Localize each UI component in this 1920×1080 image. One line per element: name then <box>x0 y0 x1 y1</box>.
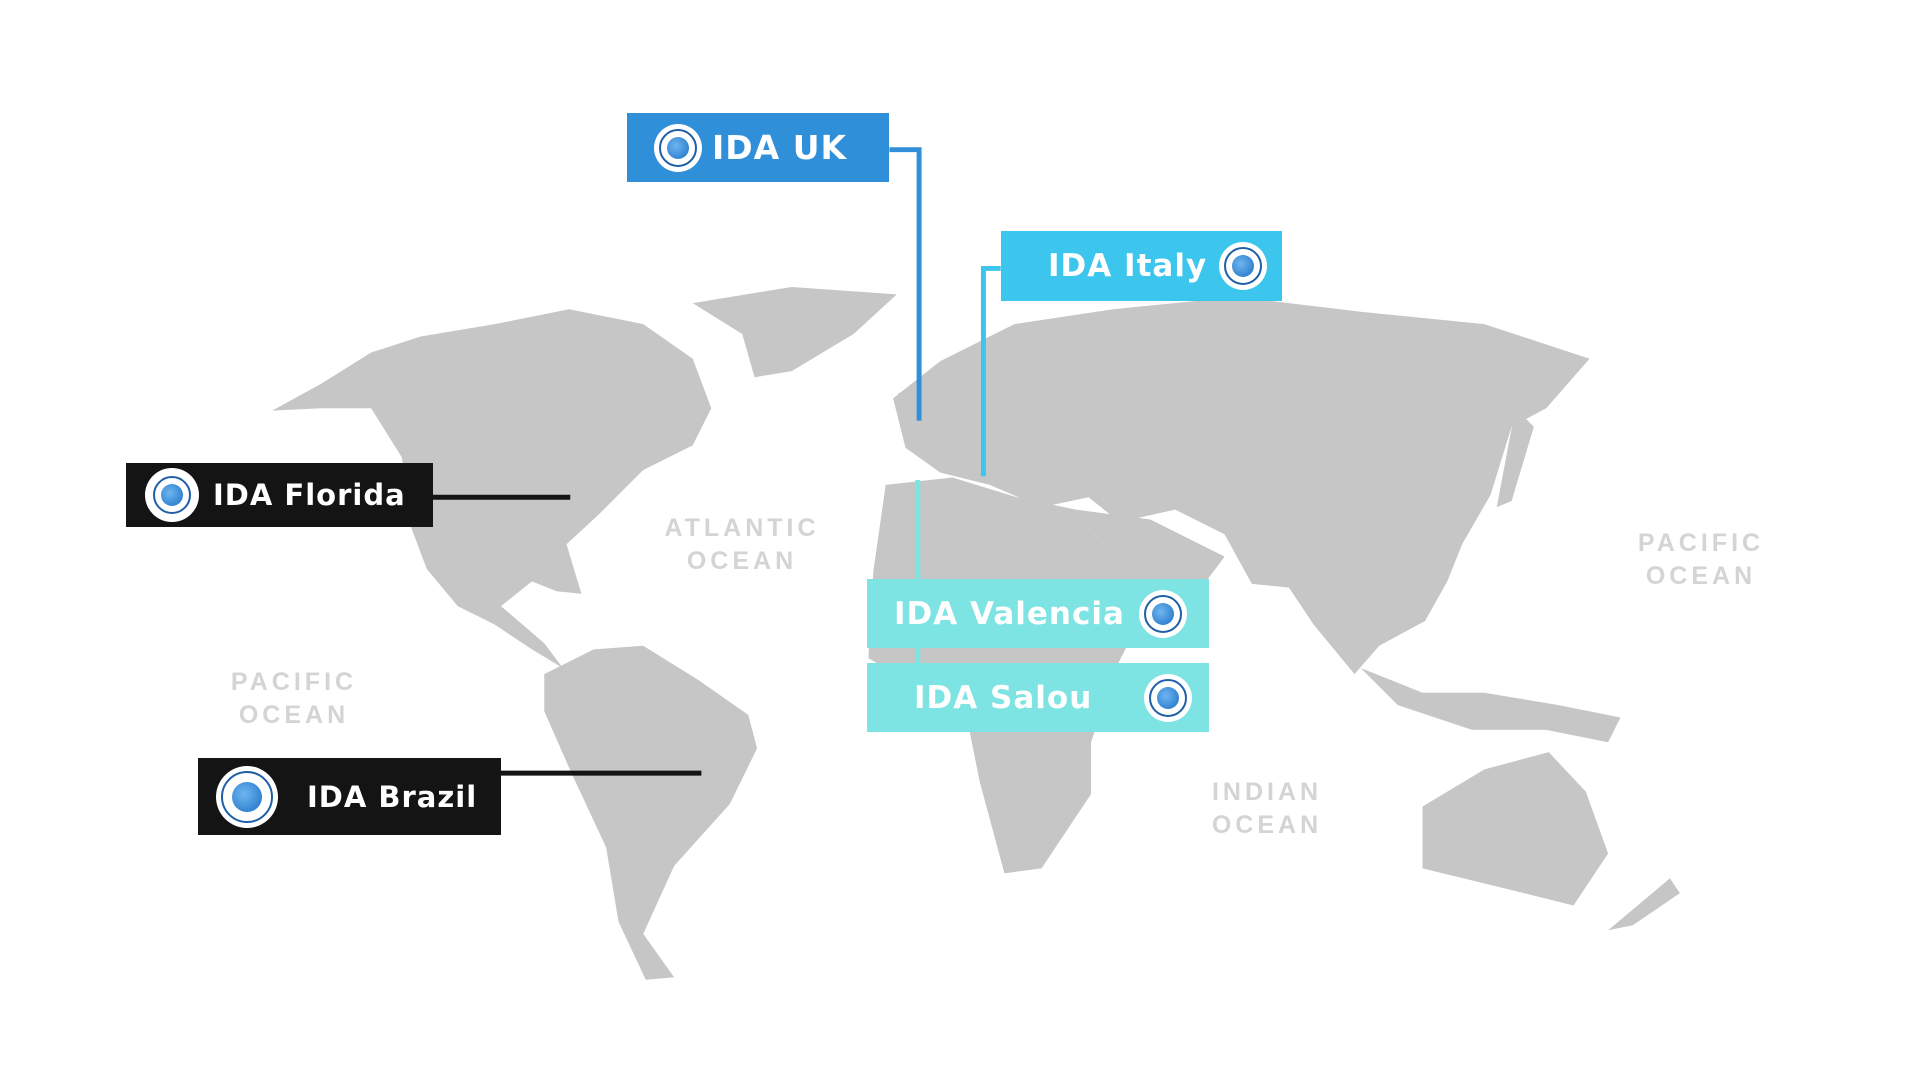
office-label-salou[interactable]: IDA Salou <box>867 663 1209 732</box>
south-america <box>544 645 758 980</box>
ida-logo-icon <box>145 468 199 522</box>
office-name: IDA Italy <box>1048 248 1208 284</box>
office-label-florida[interactable]: IDA Florida <box>126 463 433 527</box>
office-name: IDA Florida <box>213 478 406 512</box>
ida-logo-icon <box>216 765 278 828</box>
italy-connector <box>980 265 1001 477</box>
office-label-valencia[interactable]: IDA Valencia <box>867 579 1209 648</box>
office-name: IDA Brazil <box>307 779 478 814</box>
office-label-uk[interactable]: IDA UK <box>627 113 889 182</box>
office-name: IDA Salou <box>914 679 1093 716</box>
new-zealand <box>1608 878 1680 931</box>
office-name: IDA Valencia <box>894 595 1125 632</box>
australia <box>1422 752 1609 906</box>
greenland <box>692 286 897 378</box>
office-label-brazil[interactable]: IDA Brazil <box>198 758 501 835</box>
indonesia <box>1360 667 1621 743</box>
japan <box>1496 408 1534 508</box>
ida-logo-icon <box>654 123 702 172</box>
uk-connector <box>889 147 922 421</box>
office-label-italy[interactable]: IDA Italy <box>1001 231 1282 301</box>
ida-logo-icon <box>1138 589 1187 638</box>
ida-logo-icon <box>1219 242 1268 290</box>
north-america <box>272 309 712 668</box>
ida-logo-icon <box>1144 673 1192 722</box>
office-name: IDA UK <box>712 128 848 167</box>
eurasia <box>893 296 1590 675</box>
